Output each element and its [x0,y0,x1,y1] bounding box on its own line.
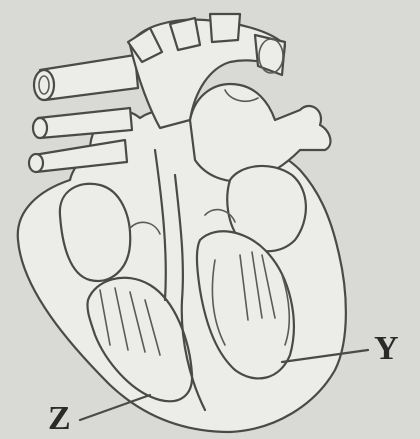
label-z: Z [48,402,71,436]
left-vessels [29,55,138,172]
label-y: Y [374,332,399,366]
